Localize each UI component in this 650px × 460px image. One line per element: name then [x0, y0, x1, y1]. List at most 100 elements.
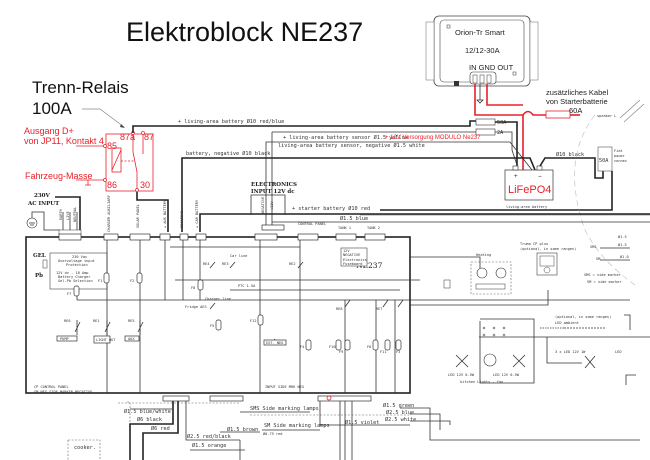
light-out-box: [93, 335, 111, 344]
fuseboard-line-1: 12V: [343, 249, 350, 253]
truma-label-2: (optional, in some ranges): [520, 247, 576, 251]
wire-brown-label: Ø1.5 brown: [227, 426, 258, 433]
legend-d2: Ø1.5: [618, 242, 627, 247]
panel-name: NE237: [356, 261, 383, 270]
battery-minus: −: [538, 173, 542, 180]
fuse-light-label: 50A: [599, 158, 609, 164]
fuse-f4: F4: [300, 345, 304, 349]
ne237-panel: [25, 236, 411, 394]
aux-label: AUX: [128, 337, 135, 341]
wire-blue25-label: Ø2.5 blue: [386, 409, 414, 416]
extra-cable-label-2: von Starterbatterie: [546, 97, 608, 106]
jp8-connector: [162, 395, 190, 402]
relay-re7: RE7: [376, 307, 383, 311]
relay-ground-label: Fahrzeug-Masse: [25, 171, 93, 181]
wire-blue-white-label: Ø1.5 blue/white: [124, 408, 171, 415]
starter-extra-wire: [522, 110, 546, 116]
led-right-icon: [512, 354, 526, 368]
relay-pointer: [82, 108, 125, 128]
wire-red-black-label: Ø2.5 red/black: [187, 433, 232, 440]
wire-black-10-label: Ø10 black: [556, 151, 585, 158]
charger-box-line-3: Protection: [66, 263, 88, 267]
extra-cable-label-1: zusätzliches Kabel: [546, 88, 608, 97]
extra-cable-fuse: 60A: [569, 106, 582, 115]
charger-box-line-4: 12V dc - 18 Amp: [56, 271, 88, 275]
fan-icon: [476, 267, 488, 279]
legend-d3: Ø1.0: [620, 254, 629, 259]
electronics-input-label-2: INPUT 12V dc: [251, 189, 295, 195]
led-right-label: LED 12V 0.5W: [493, 373, 520, 377]
gel-pb-switch[interactable]: [42, 259, 48, 269]
relay-pointer-arrow: [120, 124, 125, 128]
ac-pin-earth: EARTH: [59, 209, 63, 220]
charger-in-wire: [474, 84, 524, 172]
fuseboard-line-4: Fuseboard: [343, 262, 362, 266]
relay-input-source: von JP11, Kontakt 4: [24, 136, 104, 146]
label-charger-aux: CHARGER AUXILIARY: [107, 194, 111, 232]
fuse-f10: F10: [329, 345, 336, 349]
relay-label-rating: 100A: [32, 99, 72, 118]
fuse-f8: F8: [191, 286, 195, 290]
wire-sensor-note: + 12V Versorgung MODULO Ne237: [385, 135, 481, 141]
charger-module-box: [49, 252, 108, 290]
electronics-pin-neg: NEGATIVE: [261, 197, 265, 214]
fuse-f1: F1: [98, 279, 102, 283]
wire-sensor-negative-label: living-area battery sensor, negative Ø1.…: [278, 142, 425, 149]
wire-black6-label: Ø6 black: [137, 416, 163, 423]
panel-fuses: [73, 272, 402, 351]
wire-orange-label: Ø1.5 orange: [192, 442, 226, 449]
label-aux-battery: + AUX BATTERY: [163, 199, 167, 228]
tank2-label: TANK 2: [367, 226, 380, 230]
fiat-label-1: Fiat: [614, 149, 623, 153]
sm-lamps-label: SM Side marking lamps: [264, 423, 330, 429]
charger-terminals: IN GND OUT: [469, 63, 514, 72]
legend-d1: Ø1.5: [618, 234, 627, 239]
relay-re6: RE6: [64, 319, 71, 323]
pb-label: Pb: [35, 273, 43, 279]
ext-neg-label: EXT. NEG: [266, 341, 283, 345]
led-ambient-optional: (optional, in some ranges): [555, 315, 611, 319]
relay-re5: RE5: [128, 319, 135, 323]
wire-violet-label: Ø1.5 violet: [345, 419, 379, 426]
truma-cp-plus[interactable]: [536, 252, 558, 276]
fuse-f7: F7: [67, 292, 71, 296]
isolation-relay: 85 86 87a 87 30: [76, 131, 154, 192]
triple-led-icon: [584, 355, 596, 369]
legend-sm: SM: [596, 257, 601, 261]
relay-input-label: Ausgang D+: [24, 126, 74, 136]
jp11-contact-4-marker: [326, 395, 332, 401]
aux-box: [124, 335, 140, 342]
heating-label: Heating: [476, 253, 491, 257]
tank1-label: TANK 1: [338, 226, 351, 230]
label-car-battery: + CAR BATTERY: [195, 199, 199, 228]
heating-unit: [470, 261, 512, 295]
relay-re2: RE2: [289, 262, 296, 266]
electronics-input-label-1: ELECTRONICS: [251, 182, 297, 188]
car-line-label: Car line: [230, 254, 247, 258]
orion-charger: [425, 15, 539, 87]
pump-box: [56, 335, 78, 342]
truma-knob[interactable]: [543, 266, 551, 274]
fuse-f12: F12: [250, 319, 257, 323]
kitchen-fan-icon: [483, 353, 497, 367]
fuse-f11: F11: [380, 350, 387, 354]
wire-white25-label: Ø2.5 white: [385, 416, 416, 423]
ext-neg-box: [263, 339, 287, 346]
electronics-fuseboard: [340, 247, 368, 267]
relay-label-name: Trenn-Relais: [32, 78, 129, 97]
ac-input-label: AC INPUT: [27, 201, 60, 207]
ac-input-voltage: 230V: [34, 193, 50, 199]
charger-box-line-5: Battery Charger: [58, 275, 91, 279]
charger-box-line-2: Overvoltage input: [58, 259, 95, 263]
label-solar: SOLAR PANEL: [136, 204, 140, 228]
light-out-label: LIGHT OUT: [96, 338, 116, 342]
wire-blue-label: Ø1.5 blue: [340, 215, 368, 222]
cooker-label: cooker.: [74, 445, 96, 451]
jp10-connector: [209, 395, 244, 402]
fuse-light: [597, 146, 613, 172]
label-negative: NEGATIVE: [180, 211, 184, 228]
fuse-f6: F6: [367, 345, 371, 349]
wire-battery-negative: [181, 157, 536, 232]
legend-sms: SMS: [590, 245, 597, 249]
